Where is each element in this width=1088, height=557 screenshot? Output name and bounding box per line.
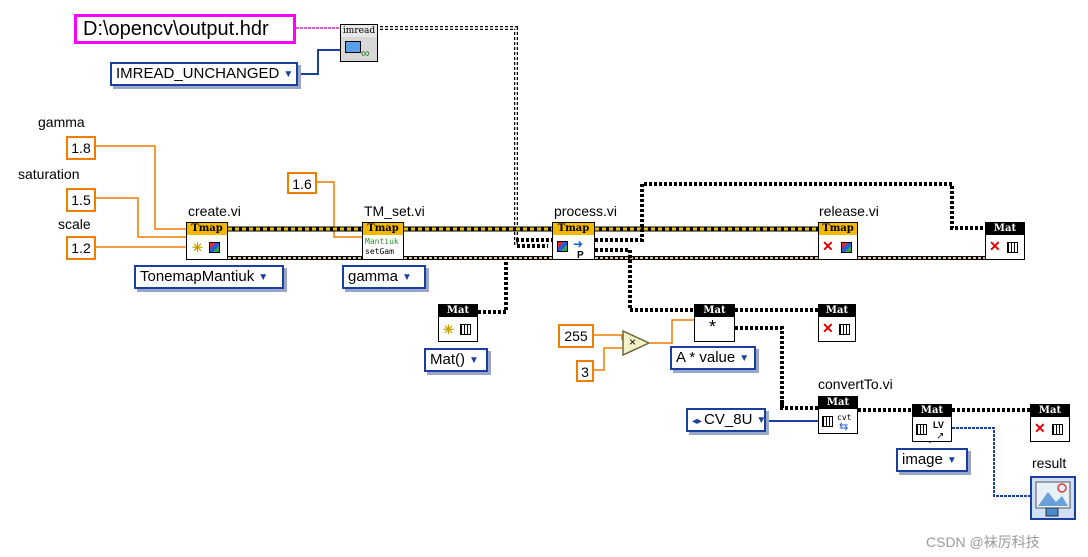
arrow-right-icon: ➜: [573, 237, 584, 251]
process-p-text: P: [577, 250, 584, 261]
color-image-icon: [557, 241, 568, 252]
imread-node[interactable]: imread ∞: [340, 24, 378, 62]
image-file-icon: [345, 41, 361, 53]
depth-enum[interactable]: ◂▸CV_8U▼: [686, 408, 766, 432]
operation-value: A * value: [676, 349, 736, 366]
constant-3[interactable]: 3: [576, 360, 594, 382]
mat-release-header: Mat: [1031, 405, 1069, 417]
create-vi-label: create.vi: [188, 203, 241, 219]
mantiuk-text: Mantiuk: [365, 237, 399, 246]
lv-text: LV: [933, 420, 944, 430]
result-image-indicator[interactable]: [1030, 476, 1076, 520]
mat-ctor-enum[interactable]: Mat() ▼: [424, 348, 488, 372]
tm-set-vi-header: Tmap: [363, 223, 403, 235]
tm-set-vi-node[interactable]: Tmap Mantiuk setGam: [362, 222, 404, 260]
convert-vi-label: convertTo.vi: [818, 376, 893, 392]
tm-param-enum[interactable]: gamma▼: [342, 265, 426, 289]
dropdown-arrow-icon: ▼: [258, 272, 269, 283]
color-image-icon: [209, 242, 220, 253]
release-vi-header: Tmap: [819, 223, 857, 235]
multiply-primitive[interactable]: ×: [622, 329, 651, 357]
arrow-up-icon: ↗: [936, 431, 945, 442]
mat-to-lv-node[interactable]: Mat LV ↗: [912, 404, 952, 442]
output-type-enum[interactable]: image▼: [896, 448, 968, 472]
matrix-grid-icon: [1007, 242, 1018, 253]
mat-multiply-header: Mat: [695, 305, 734, 317]
dropdown-arrow-icon: ▼: [469, 355, 479, 366]
constant-255[interactable]: 255: [558, 324, 594, 348]
tonemap-type-enum[interactable]: TonemapMantiuk▼: [134, 265, 284, 289]
mat-release-node-mid[interactable]: Mat ✕: [818, 304, 856, 342]
matrix-grid-icon: [1052, 424, 1063, 435]
create-vi-header: Tmap: [187, 223, 227, 235]
mat-release-header: Mat: [986, 223, 1024, 235]
scale-constant[interactable]: 1.2: [66, 236, 96, 260]
matrix-grid-icon: [822, 416, 833, 427]
operation-enum[interactable]: A * value▼: [670, 346, 756, 370]
triangle-multiply-icon: [622, 329, 651, 357]
convert-vi-header: Mat: [819, 397, 857, 409]
output-type-value: image: [902, 451, 943, 468]
matrix-grid-icon: [916, 424, 927, 435]
release-vi-label: release.vi: [819, 203, 879, 219]
delete-x-icon: ✕: [1034, 420, 1046, 436]
convert-arrows-icon: ⇆: [839, 421, 849, 433]
gamma-label: gamma: [38, 114, 85, 130]
mat-constructor-node[interactable]: Mat ✳: [438, 304, 478, 342]
scale-label: scale: [58, 216, 91, 232]
tm-param-value: gamma: [348, 268, 399, 285]
mat-to-lv-header: Mat: [913, 405, 951, 417]
imread-mode-enum[interactable]: IMREAD_UNCHANGED▼: [110, 62, 298, 86]
delete-x-icon: ✕: [822, 238, 834, 254]
tonemap-type-value: TonemapMantiuk: [140, 268, 255, 285]
gamma-set-constant[interactable]: 1.6: [287, 172, 317, 194]
result-label: result: [1032, 455, 1067, 471]
new-star-icon: ✳: [192, 240, 203, 255]
asterisk-icon: *: [709, 317, 717, 337]
dropdown-arrow-icon: ▼: [756, 415, 767, 426]
process-vi-node[interactable]: Tmap ➜ P: [552, 222, 595, 261]
color-image-icon: [841, 242, 852, 253]
dropdown-arrow-icon: ▼: [739, 353, 750, 364]
matrix-grid-icon: [839, 324, 850, 335]
dropdown-arrow-icon: ▼: [402, 272, 412, 283]
release-vi-node[interactable]: Tmap ✕: [818, 222, 858, 260]
tm-set-vi-label: TM_set.vi: [364, 203, 425, 219]
glasses-icon: ∞: [361, 46, 370, 60]
setgamma-text: setGam: [365, 247, 394, 256]
mat-release-node-top[interactable]: Mat ✕: [985, 222, 1025, 260]
imread-node-icon: ∞: [341, 37, 377, 61]
mat-release-header: Mat: [819, 305, 855, 317]
matrix-grid-icon: [460, 324, 471, 335]
mat-constructor-header: Mat: [439, 305, 477, 317]
process-vi-header: Tmap: [553, 223, 594, 235]
mat-release-node-bottom[interactable]: Mat ✕: [1030, 404, 1070, 442]
saturation-constant[interactable]: 1.5: [66, 188, 96, 212]
delete-x-icon: ✕: [822, 320, 834, 336]
create-vi-node[interactable]: Tmap ✳: [186, 222, 228, 260]
imread-node-title: imread: [341, 25, 377, 37]
saturation-label: saturation: [18, 166, 80, 182]
convert-vi-node[interactable]: Mat cvt ⇆: [818, 396, 858, 434]
times-symbol: ×: [629, 335, 637, 349]
depth-value: CV_8U: [704, 411, 753, 428]
new-star-icon: ✳: [443, 322, 454, 337]
dropdown-arrow-icon: ▼: [283, 69, 294, 80]
file-path-constant[interactable]: D:\opencv\output.hdr: [74, 14, 296, 44]
imread-mode-value: IMREAD_UNCHANGED: [116, 65, 280, 82]
delete-x-icon: ✕: [989, 238, 1001, 254]
mat-multiply-node[interactable]: Mat *: [694, 304, 735, 342]
cvt-text: cvt: [837, 413, 852, 422]
gamma-constant[interactable]: 1.8: [66, 136, 96, 160]
ring-arrows-icon: ◂▸: [692, 416, 703, 427]
watermark: CSDN @袜厉科技: [926, 534, 1040, 550]
process-vi-label: process.vi: [554, 203, 618, 219]
dropdown-arrow-icon: ▼: [946, 455, 957, 466]
mat-ctor-value: Mat(): [430, 351, 465, 368]
image-display-icon: [1035, 481, 1071, 517]
